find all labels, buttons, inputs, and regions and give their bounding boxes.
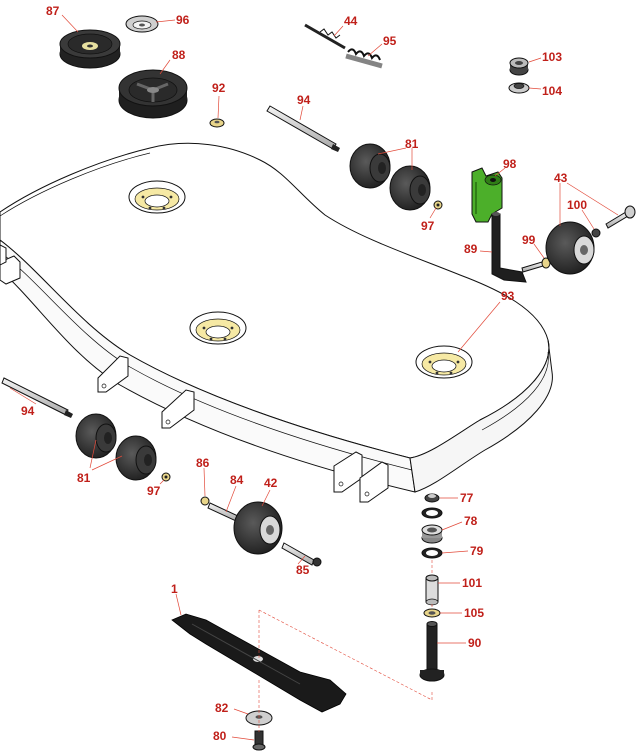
front-wheel-axle bbox=[207, 502, 239, 522]
anti-scalp-arm bbox=[491, 212, 527, 283]
wheel-bolt bbox=[605, 205, 636, 229]
roller-nut bbox=[161, 472, 171, 482]
tension-spring bbox=[345, 48, 383, 69]
pulley-washer bbox=[125, 15, 159, 33]
deck-roller bbox=[115, 435, 157, 481]
callout-94-lower: 94 bbox=[21, 404, 35, 418]
callout-44: 44 bbox=[344, 14, 358, 28]
callout-96: 96 bbox=[176, 13, 190, 27]
callout-85: 85 bbox=[296, 563, 310, 577]
wheel-axle-bolt bbox=[521, 257, 551, 273]
spindle-housing bbox=[128, 180, 186, 214]
callout-82: 82 bbox=[215, 701, 229, 715]
roller-shaft-upper bbox=[266, 105, 340, 152]
spindle-bearing bbox=[421, 524, 443, 544]
mower-blade bbox=[171, 613, 347, 713]
wheel-nut-front bbox=[200, 496, 210, 506]
mower-deck-housing bbox=[0, 142, 553, 493]
deck-mount-bracket bbox=[161, 389, 195, 429]
leader-lines bbox=[9, 14, 619, 741]
deck-roller bbox=[75, 413, 117, 459]
callout-42: 42 bbox=[264, 476, 278, 490]
callout-89: 89 bbox=[464, 242, 478, 256]
callout-98: 98 bbox=[503, 157, 517, 171]
callout-100: 100 bbox=[567, 198, 587, 212]
spindle-bearing-top bbox=[424, 493, 440, 503]
callout-97-lower: 97 bbox=[147, 484, 161, 498]
front-wheel-bolt bbox=[281, 542, 322, 567]
tension-rod bbox=[304, 23, 346, 50]
callout-97-upper: 97 bbox=[421, 219, 435, 233]
spindle-housing bbox=[415, 345, 473, 379]
spindle-seal bbox=[421, 507, 443, 519]
spacer-nut bbox=[209, 118, 225, 128]
callout-79: 79 bbox=[470, 544, 484, 558]
spindle-washer bbox=[423, 608, 441, 618]
spindle-spacer bbox=[425, 574, 439, 606]
blade-bolt bbox=[252, 730, 266, 751]
callout-105: 105 bbox=[464, 606, 484, 620]
roller-nut bbox=[433, 200, 443, 210]
callout-84: 84 bbox=[230, 473, 244, 487]
spindle-seal-lower bbox=[421, 547, 443, 559]
callout-43: 43 bbox=[554, 171, 568, 185]
callout-99: 99 bbox=[522, 233, 536, 247]
wheel-nut bbox=[591, 228, 601, 238]
callout-92: 92 bbox=[212, 81, 226, 95]
callout-93: 93 bbox=[501, 289, 515, 303]
callout-103: 103 bbox=[542, 50, 562, 64]
callout-94-upper: 94 bbox=[297, 93, 311, 107]
callout-77: 77 bbox=[460, 491, 474, 505]
deck-roller bbox=[349, 143, 391, 189]
bearing-upper bbox=[509, 57, 529, 76]
callout-95: 95 bbox=[383, 34, 397, 48]
callout-90: 90 bbox=[468, 636, 482, 650]
front-wheel bbox=[233, 501, 283, 555]
callout-87: 87 bbox=[46, 4, 60, 18]
deck-mount-bracket bbox=[97, 355, 129, 393]
spindle-housing bbox=[189, 311, 247, 345]
roller-shaft-lower bbox=[1, 377, 73, 418]
anti-scalp-wheel bbox=[545, 221, 595, 275]
deck-roller bbox=[389, 165, 431, 211]
callout-78: 78 bbox=[464, 514, 478, 528]
idler-pulley bbox=[118, 69, 188, 119]
callout-80: 80 bbox=[213, 729, 227, 743]
deck-mount-bracket bbox=[359, 461, 389, 503]
callout-104: 104 bbox=[542, 84, 562, 98]
anti-scalp-bracket bbox=[471, 167, 503, 223]
spindle-shaft bbox=[419, 621, 445, 682]
callout-88: 88 bbox=[172, 48, 186, 62]
callout-81-lower: 81 bbox=[77, 471, 91, 485]
callout-81-upper: 81 bbox=[405, 137, 419, 151]
callout-1: 1 bbox=[171, 582, 178, 596]
double-pulley bbox=[59, 29, 121, 69]
callout-86: 86 bbox=[196, 456, 210, 470]
bearing-lower bbox=[508, 82, 530, 94]
callout-101: 101 bbox=[462, 576, 482, 590]
